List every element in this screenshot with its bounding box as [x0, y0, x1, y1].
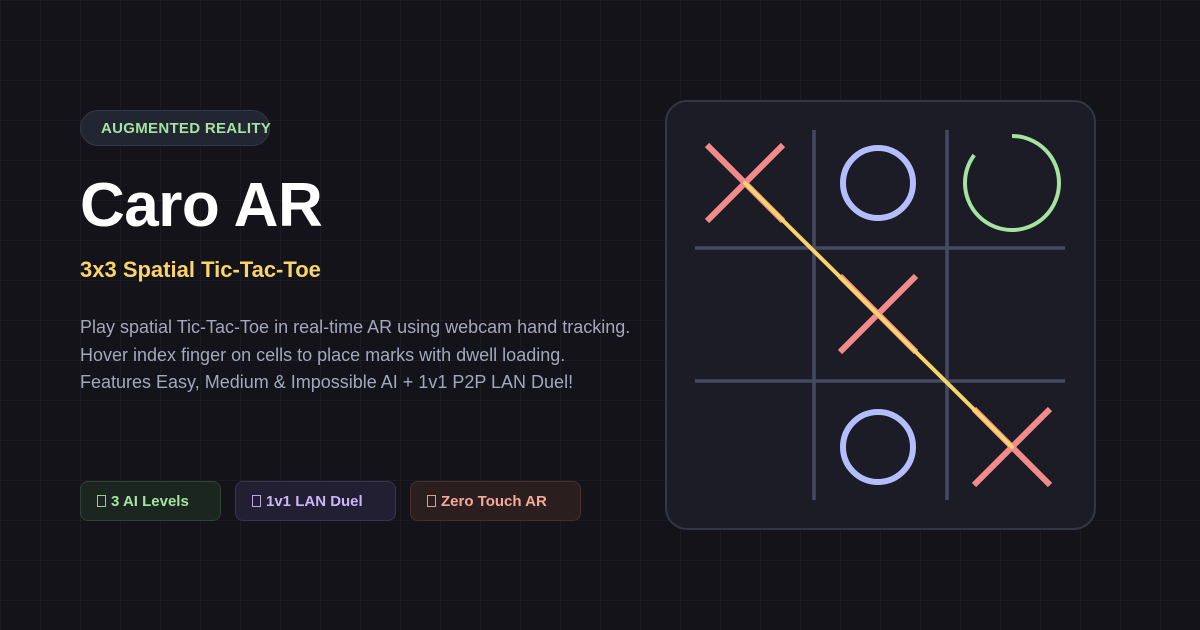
feature-label: 1v1 LAN Duel — [266, 492, 363, 510]
feature-pill-zero-touch: Zero Touch AR — [410, 481, 581, 521]
winning-line-stroke — [743, 181, 1014, 449]
feature-label: Zero Touch AR — [441, 492, 547, 510]
description-line-2: Hover index finger on cells to place mar… — [80, 344, 566, 365]
description-line-1: Play spatial Tic-Tac-Toe in real-time AR… — [80, 317, 631, 337]
board-marks — [704, 134, 1061, 488]
app-subtitle: 3x3 Spatial Tic-Tac-Toe — [80, 257, 321, 282]
feature-pill-ai-levels: 3 AI Levels — [80, 481, 221, 521]
winning-line — [743, 181, 1014, 449]
cell-r3-c2-o-mark — [840, 409, 916, 485]
feature-label: 3 AI Levels — [111, 492, 189, 510]
board-grid — [695, 130, 1065, 500]
game-board — [665, 100, 1096, 530]
description: Play spatial Tic-Tac-Toe in real-time AR… — [80, 314, 720, 397]
unrendered-glyph-icon — [97, 495, 106, 507]
feature-pill-lan-duel: 1v1 LAN Duel — [235, 481, 396, 521]
badge-augmented-reality: AUGMENTED REALITY — [80, 110, 272, 146]
app-title: Caro AR — [80, 171, 323, 240]
badge-label: AUGMENTED REALITY — [101, 119, 272, 137]
cell-r1-c3-dwell-loading-ring — [963, 134, 1061, 232]
unrendered-glyph-icon — [252, 495, 261, 507]
board-graphic — [695, 130, 1065, 500]
description-line-3: Features Easy, Medium & Impossible AI + … — [80, 372, 574, 392]
unrendered-glyph-icon — [427, 495, 436, 507]
cell-r1-c2-o-mark — [840, 145, 916, 221]
